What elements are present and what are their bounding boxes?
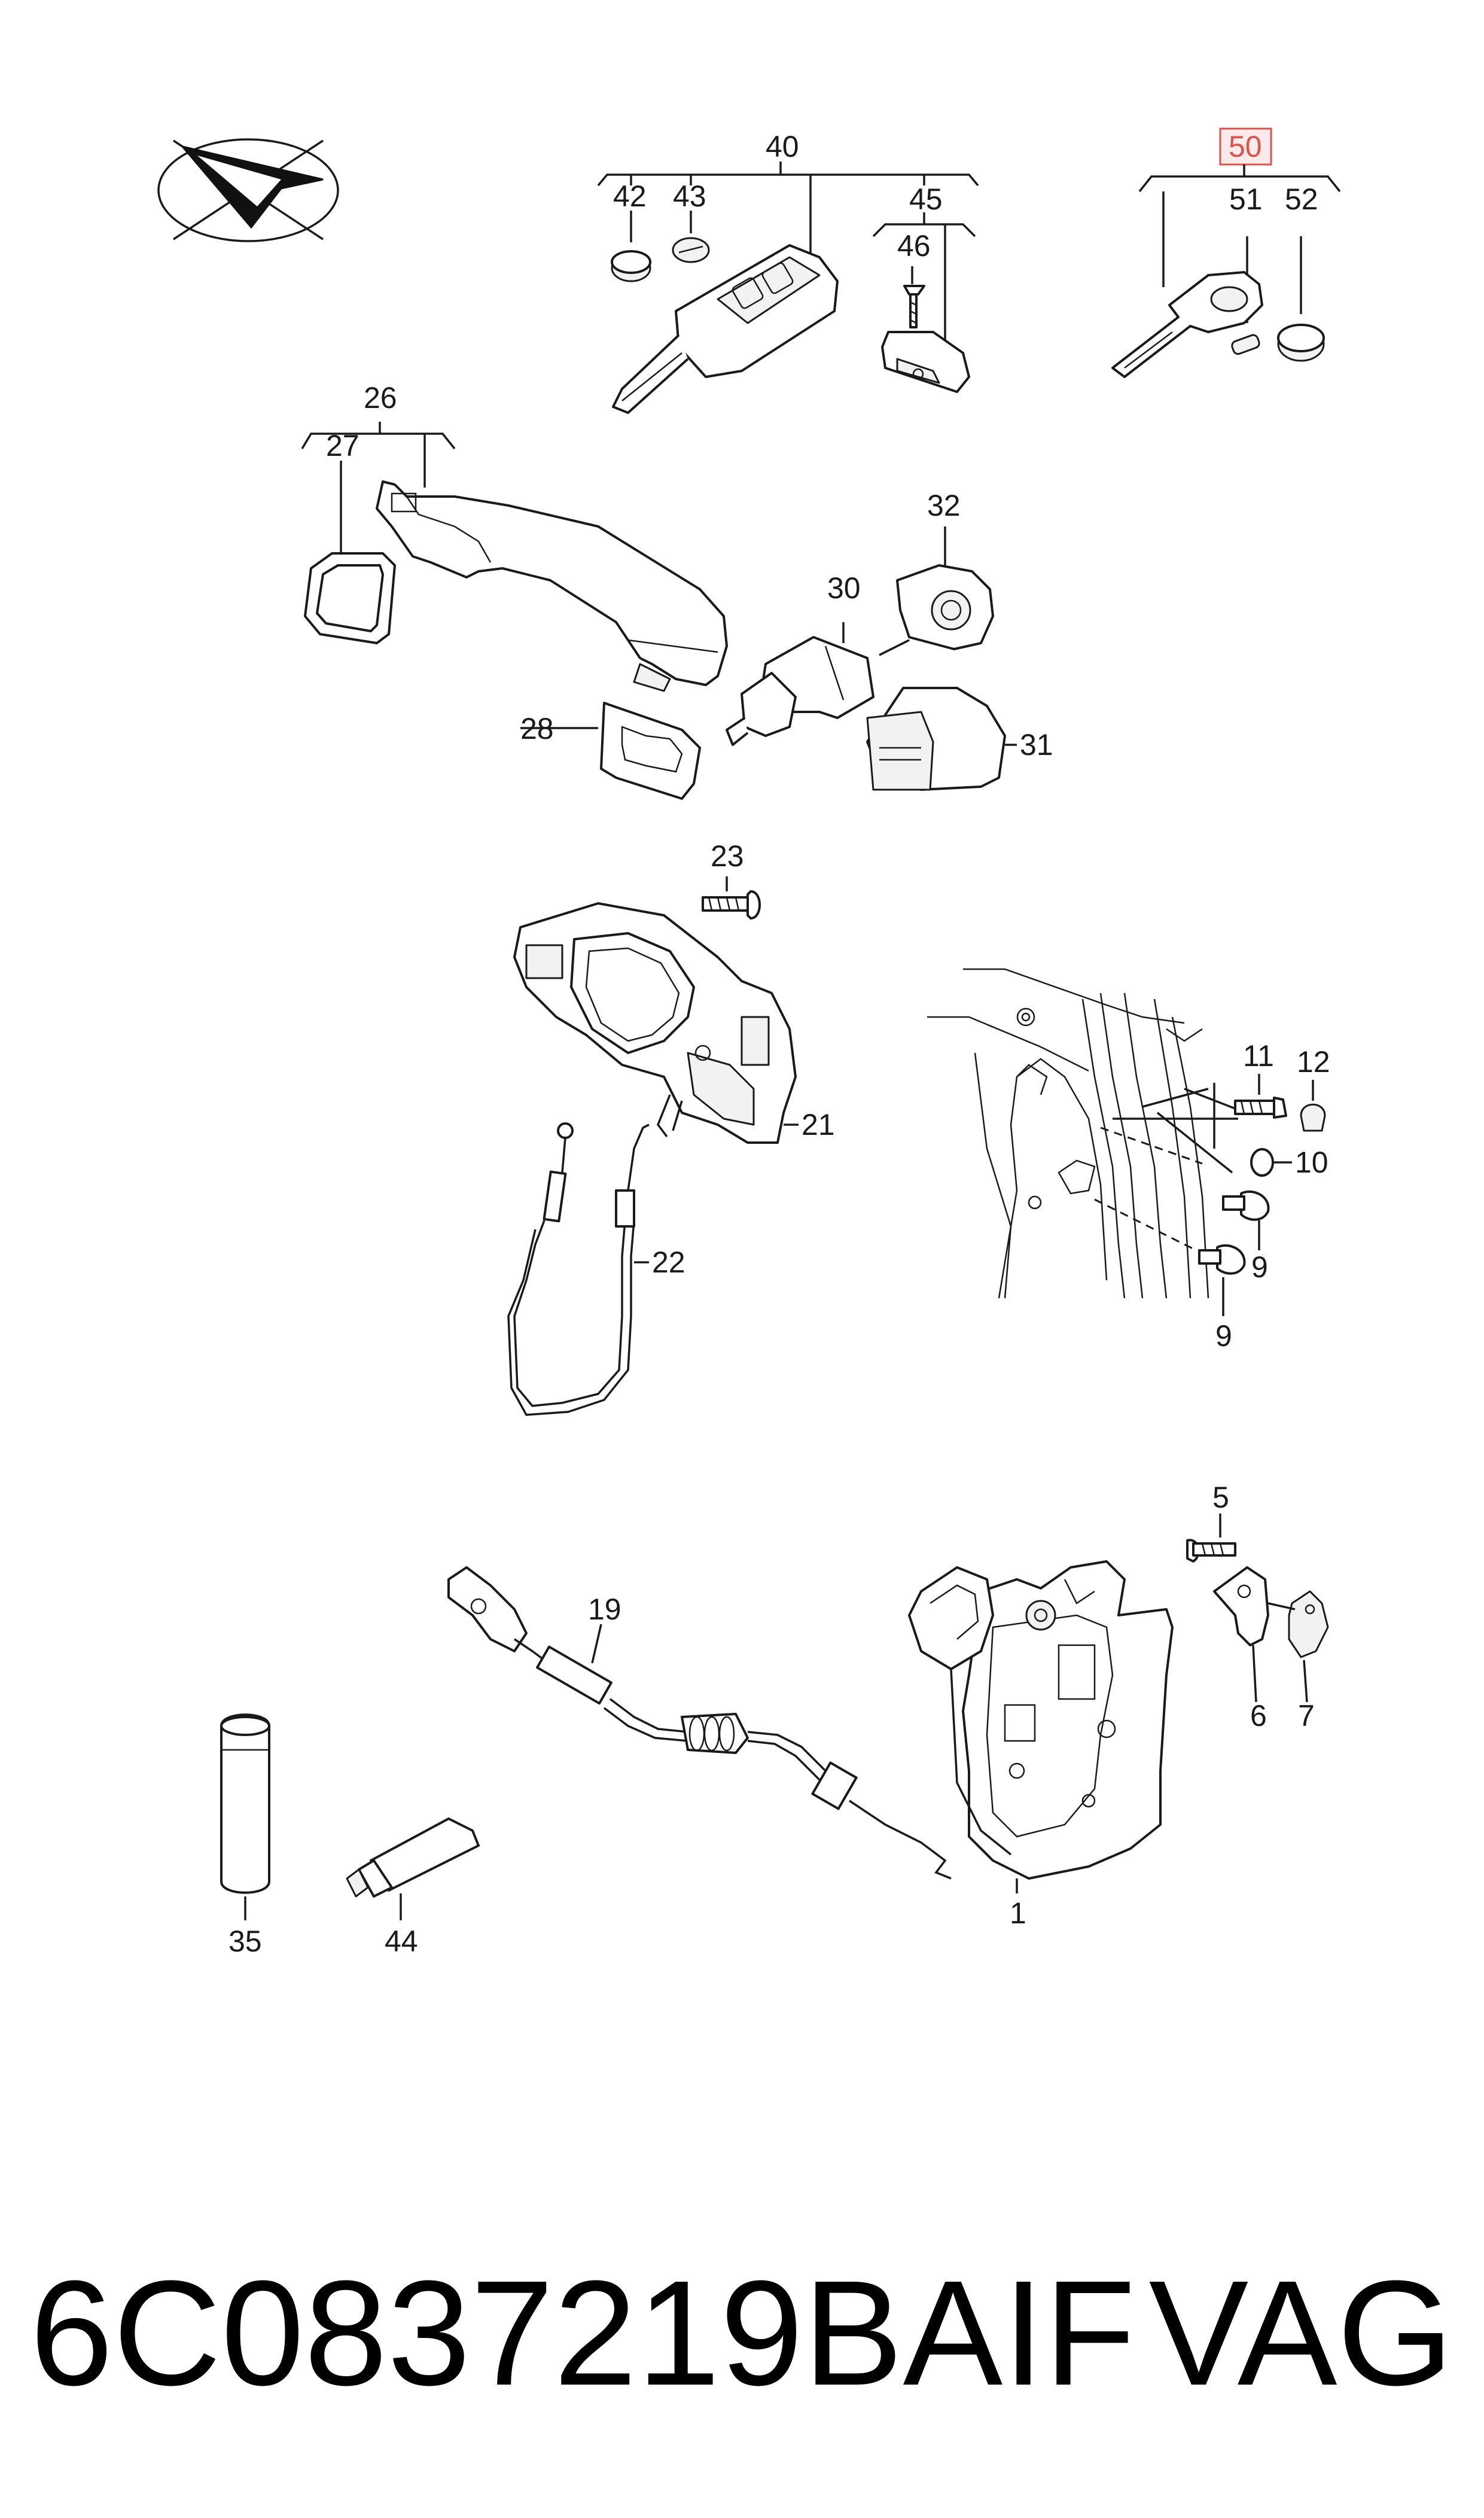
coin-battery-43	[672, 237, 710, 263]
callout-23: 23	[711, 839, 744, 873]
callout-11: 11	[1243, 1039, 1274, 1073]
callout-40: 40	[766, 130, 799, 163]
callout-19: 19	[588, 1593, 621, 1626]
callout-27: 27	[326, 429, 359, 462]
plate-6	[1213, 1566, 1269, 1703]
mounting-lines	[1094, 1083, 1239, 1252]
callout-22: 22	[652, 1246, 685, 1279]
carrier-bracket-21	[513, 902, 799, 1144]
callout-31: 31	[1020, 728, 1053, 762]
remote-key-fob	[612, 244, 839, 414]
callout-44: 44	[385, 1925, 418, 1958]
callout-9b: 9	[1215, 1319, 1232, 1353]
callout-52: 52	[1285, 182, 1318, 216]
bracket-45	[872, 212, 976, 353]
callout-9a: 9	[1251, 1250, 1268, 1284]
cap-31	[866, 687, 1006, 791]
callout-43: 43	[673, 179, 706, 213]
gasket-28	[600, 702, 701, 800]
callout-5: 5	[1212, 1481, 1229, 1514]
screw-5	[1186, 1514, 1236, 1563]
callout-45: 45	[909, 182, 943, 216]
callout-10: 10	[1295, 1146, 1328, 1179]
bracket-26	[301, 422, 456, 559]
door-frame-panel	[927, 968, 1209, 1299]
cap-12	[1300, 1080, 1326, 1132]
cable-22	[507, 1122, 650, 1416]
release-cable-19	[447, 1566, 952, 1880]
door-lock-1	[908, 1560, 1174, 1893]
callout-32: 32	[927, 489, 961, 522]
callout-42: 42	[613, 179, 647, 213]
washer-10	[1250, 1148, 1292, 1177]
key-blade	[1111, 271, 1263, 378]
callout-1: 1	[1010, 1896, 1026, 1930]
brand-label: VAG	[1148, 2249, 1453, 2416]
callout-51: 51	[1229, 182, 1263, 216]
spray-can-35	[220, 1713, 270, 1920]
plate-7	[1267, 1590, 1329, 1703]
callout-46: 46	[897, 229, 931, 263]
transponder-chip-51	[1231, 334, 1260, 355]
lock-cylinder-30	[726, 622, 910, 746]
cap-32	[896, 526, 994, 650]
callout-6: 6	[1250, 1699, 1267, 1733]
callout-35: 35	[228, 1925, 262, 1958]
coin-battery-52	[1277, 324, 1325, 362]
callout-30: 30	[827, 571, 861, 605]
callout-28: 28	[520, 712, 554, 745]
key-housing-45	[881, 331, 970, 393]
bracket-40	[597, 162, 979, 257]
callout-12: 12	[1297, 1045, 1330, 1079]
screw-9b	[1198, 1244, 1246, 1316]
callout-7: 7	[1298, 1699, 1315, 1733]
coin-battery-42	[611, 250, 651, 282]
bolt-11	[1234, 1074, 1287, 1119]
door-handle	[376, 480, 728, 692]
callout-21: 21	[802, 1108, 835, 1141]
screw-23	[702, 876, 761, 919]
gasket-27	[304, 552, 396, 644]
callout-50: 50	[1229, 130, 1262, 163]
callout-26: 26	[364, 381, 397, 415]
screw-46	[903, 285, 925, 328]
orientation-compass-icon	[157, 138, 339, 242]
footer: 6C0837219BAIF VAG	[30, 2255, 1465, 2411]
screw-9a	[1222, 1190, 1270, 1250]
grease-tube-44	[346, 1817, 480, 1920]
part-number: 6C0837219BAIF	[30, 2249, 1136, 2416]
